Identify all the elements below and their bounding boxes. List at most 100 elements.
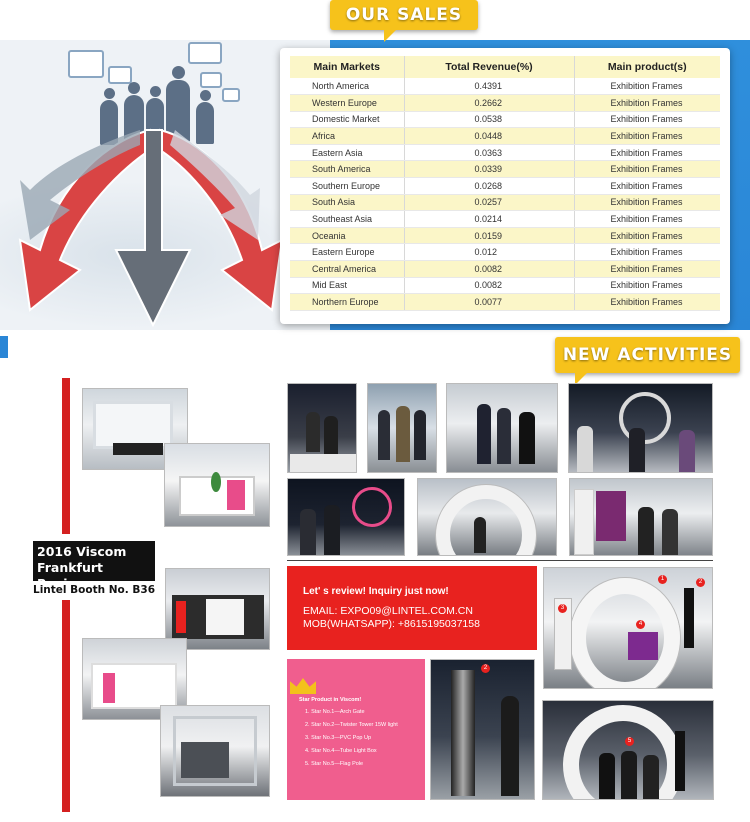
- booth-photo: [164, 443, 270, 527]
- product-cell: Exhibition Frames: [574, 160, 720, 179]
- revenue-cell: 0.2662: [404, 94, 575, 112]
- inquiry-heading: Let' s review! Inquiry just now!: [303, 586, 449, 597]
- market-cell: Western Europe: [290, 94, 405, 112]
- sales-table-card: Main Markets Total Revenue(%) Main produ…: [280, 48, 730, 324]
- booth-photo: [82, 388, 188, 470]
- product-cell: Exhibition Frames: [574, 227, 720, 245]
- revenue-cell: 0.0339: [404, 160, 575, 179]
- red-bar-top: [62, 378, 70, 534]
- product-cell: Exhibition Frames: [574, 111, 720, 129]
- revenue-cell: 0.012: [404, 243, 575, 262]
- product-cell: Exhibition Frames: [574, 243, 720, 262]
- revenue-cell: 0.0538: [404, 111, 575, 129]
- revenue-cell: 0.0214: [404, 210, 575, 228]
- market-cell: Eastern Europe: [290, 243, 405, 262]
- header-main-products: Main product(s): [574, 56, 720, 78]
- our-sales-title: OUR SALES: [330, 0, 478, 42]
- product-cell: Exhibition Frames: [574, 94, 720, 112]
- whatsapp-contact: MOB(WHATSAPP): +8615195037158: [303, 618, 480, 630]
- revenue-cell: 0.0268: [404, 177, 575, 195]
- revenue-cell: 0.0082: [404, 277, 575, 295]
- booth-photo: [165, 568, 270, 650]
- market-cell: Mid East: [290, 277, 405, 295]
- star-products-panel: Star Product in Viscom! 1. Star No.1—Arc…: [287, 659, 425, 800]
- visitors-photo: [568, 383, 713, 473]
- market-cell: Africa: [290, 127, 405, 145]
- arch-gate-booth-photo: 1 2 3 4: [543, 567, 713, 689]
- header-main-markets: Main Markets: [290, 56, 405, 78]
- market-cell: South America: [290, 160, 405, 179]
- booth-number: Lintel Booth No. B36: [33, 584, 156, 596]
- twister-tower-photo: 2: [430, 659, 535, 800]
- market-cell: North America: [290, 78, 405, 96]
- team-booth-photo: 5: [542, 700, 714, 800]
- badge-5: 5: [625, 737, 634, 746]
- product-cell: Exhibition Frames: [574, 210, 720, 228]
- star-item: 3. Star No.3—PVC Pop Up: [305, 735, 372, 741]
- market-cell: South Asia: [290, 194, 405, 212]
- product-cell: Exhibition Frames: [574, 293, 720, 311]
- market-cell: Southeast Asia: [290, 210, 405, 228]
- star-products-heading: Star Product in Viscom!: [299, 697, 362, 703]
- table-header-row: Main Markets Total Revenue(%) Main produ…: [290, 56, 720, 78]
- red-bar-bottom: [62, 600, 70, 812]
- header-total-revenue: Total Revenue(%): [404, 56, 575, 78]
- viscom-review-label: 2016 Viscom Frankfurt Review: [33, 541, 155, 591]
- badge-1: 1: [658, 575, 667, 584]
- market-cell: Oceania: [290, 227, 405, 245]
- visitors-photo: [287, 383, 357, 473]
- badge-3: 3: [558, 604, 567, 613]
- market-cell: Central America: [290, 260, 405, 278]
- market-cell: Northern Europe: [290, 293, 405, 311]
- visitors-photo: [446, 383, 558, 473]
- divider-line: [287, 560, 713, 561]
- email-contact: EMAIL: EXPO09@LINTEL.COM.CN: [303, 605, 473, 617]
- product-cell: Exhibition Frames: [574, 177, 720, 195]
- star-item: 4. Star No.4—Tube Light Box: [305, 748, 377, 754]
- revenue-cell: 0.4391: [404, 78, 575, 96]
- market-cell: Eastern Asia: [290, 144, 405, 162]
- revenue-cell: 0.0077: [404, 293, 575, 311]
- new-activities-title: NEW ACTIVITIES: [555, 337, 740, 385]
- product-cell: Exhibition Frames: [574, 127, 720, 145]
- badge-2: 2: [696, 578, 705, 587]
- review-line-2: Frankfurt Review: [37, 560, 104, 591]
- revenue-cell: 0.0257: [404, 194, 575, 212]
- product-cell: Exhibition Frames: [574, 78, 720, 96]
- blue-tab-marker: [0, 336, 8, 358]
- product-cell: Exhibition Frames: [574, 144, 720, 162]
- star-item: 5. Star No.5—Flag Pole: [305, 761, 364, 767]
- visitors-photo: [287, 478, 405, 556]
- badge-2: 2: [481, 664, 490, 673]
- booth-photo: [417, 478, 557, 556]
- revenue-cell: 0.0082: [404, 260, 575, 278]
- product-cell: Exhibition Frames: [574, 194, 720, 212]
- revenue-cell: 0.0448: [404, 127, 575, 145]
- booth-photo: [160, 705, 270, 797]
- market-cell: Domestic Market: [290, 111, 405, 129]
- product-cell: Exhibition Frames: [574, 277, 720, 295]
- star-item: 1. Star No.1—Arch Gate: [305, 709, 365, 715]
- sales-table: Main Markets Total Revenue(%) Main produ…: [290, 56, 720, 311]
- product-cell: Exhibition Frames: [574, 260, 720, 278]
- badge-4: 4: [636, 620, 645, 629]
- visitors-photo: [367, 383, 437, 473]
- revenue-cell: 0.0159: [404, 227, 575, 245]
- market-cell: Southern Europe: [290, 177, 405, 195]
- revenue-cell: 0.0363: [404, 144, 575, 162]
